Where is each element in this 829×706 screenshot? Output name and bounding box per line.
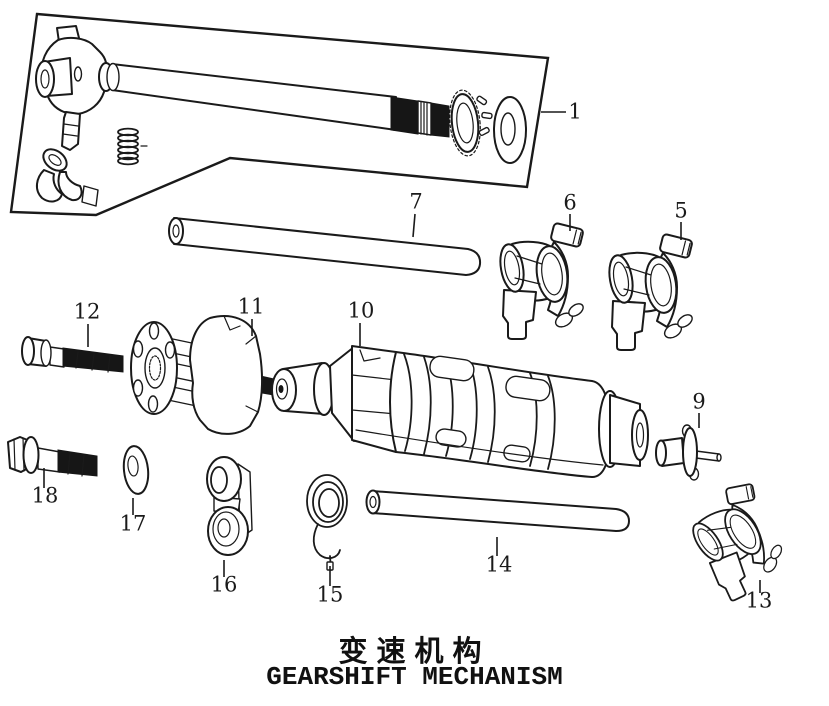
part-13-shift-fork (677, 476, 796, 607)
part-16-stopper-roller-arm (206, 456, 253, 556)
part-12-socket-bolt (21, 336, 124, 373)
part-label-6: 6 (563, 191, 576, 215)
part-15-return-spring (306, 474, 348, 571)
part-18-flange-bolt (7, 436, 98, 477)
part-17-washer (122, 445, 150, 495)
part-label-11: 11 (238, 295, 265, 319)
part-label-12: 12 (74, 300, 101, 324)
leader-line-7 (412, 213, 416, 238)
part-label-14: 14 (486, 553, 513, 577)
part-label-17: 17 (120, 512, 147, 536)
end-disc (493, 96, 527, 164)
diagram-title-english: GEARSHIFT MECHANISM (266, 662, 563, 692)
part-label-9: 9 (692, 390, 705, 414)
part-label-1: 1 (568, 100, 581, 124)
part-5-shift-fork (604, 232, 696, 351)
part-label-15: 15 (317, 583, 344, 607)
part-label-5: 5 (674, 199, 687, 223)
part-7-fork-guide-shaft (168, 217, 482, 276)
spindle-arm (35, 25, 114, 207)
part-label-10: 10 (348, 299, 375, 323)
part-label-16: 16 (211, 573, 238, 597)
part-label-13: 13 (746, 589, 773, 613)
part-1-gearshift-spindle-assembly (9, 12, 550, 217)
part-11-shift-cam-plate (130, 315, 275, 435)
part-9-stopper-pin (655, 424, 722, 481)
part-1-outline-box (9, 12, 550, 217)
part-6-shift-fork (495, 221, 587, 340)
ratchet-plate (449, 89, 493, 157)
part-10-shift-drum (271, 345, 649, 478)
part-14-fork-guide-shaft (365, 489, 630, 532)
part-label-18: 18 (32, 484, 59, 508)
spindle-spring (117, 127, 148, 166)
part-label-7: 7 (409, 190, 422, 214)
diagram-title-chinese: 变速机构 (338, 634, 491, 668)
